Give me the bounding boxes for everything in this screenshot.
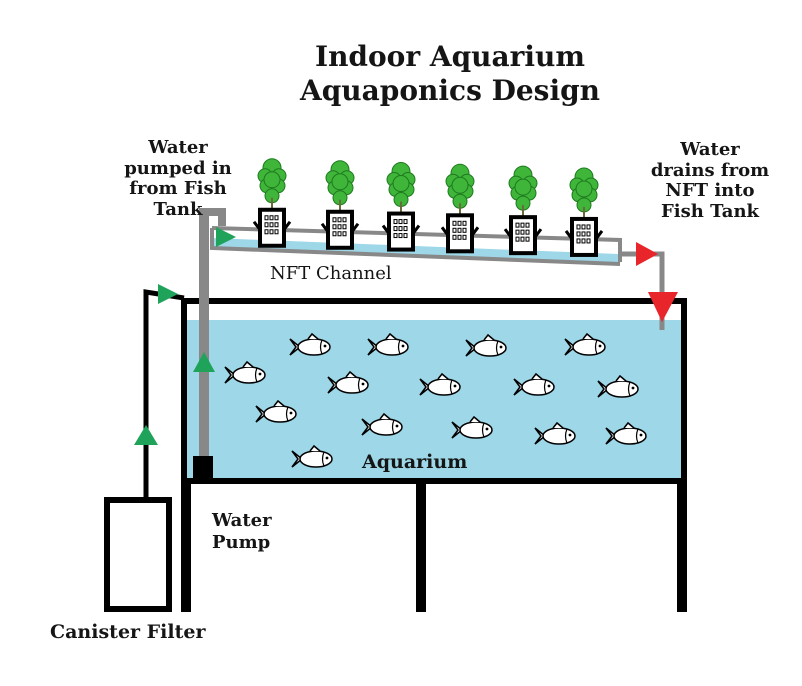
pump-riser-pipe bbox=[199, 208, 209, 460]
fish-icon bbox=[419, 372, 461, 396]
fish-icon bbox=[255, 399, 297, 423]
net-pot-icon bbox=[503, 215, 543, 256]
plant-icon bbox=[386, 162, 416, 214]
label-water-drains: Water drains from NFT into Fish Tank bbox=[650, 139, 770, 223]
fish-icon bbox=[564, 332, 606, 356]
fish-icon bbox=[291, 444, 333, 468]
net-pot-icon bbox=[320, 209, 360, 250]
label-canister-filter: Canister Filter bbox=[50, 621, 206, 643]
flow-arrow-right-icon bbox=[216, 227, 236, 247]
label-nft-channel: NFT Channel bbox=[270, 263, 392, 284]
nft-channel-bottom-edge bbox=[210, 228, 621, 266]
canister-filter bbox=[104, 497, 172, 612]
water-pump bbox=[193, 456, 213, 478]
net-pot-icon bbox=[564, 216, 604, 257]
plant-icon bbox=[257, 158, 287, 210]
label-aquarium: Aquarium bbox=[362, 451, 468, 473]
flow-arrow-up-icon bbox=[193, 352, 215, 372]
plant-with-net-pot bbox=[564, 167, 604, 257]
fish-icon bbox=[367, 332, 409, 356]
plant-with-net-pot bbox=[440, 163, 480, 254]
fish-icon bbox=[224, 360, 266, 384]
plant-icon bbox=[569, 167, 599, 219]
stand-leg-left bbox=[181, 480, 191, 612]
plant-group bbox=[252, 158, 604, 257]
fish-icon bbox=[605, 421, 647, 445]
fish-icon bbox=[597, 374, 639, 398]
plant-with-net-pot bbox=[503, 165, 543, 256]
flow-arrow-up-icon bbox=[134, 425, 158, 445]
plant-icon bbox=[508, 165, 538, 218]
fish-icon bbox=[513, 372, 555, 396]
plant-icon bbox=[325, 160, 355, 212]
net-pot-icon bbox=[381, 211, 421, 252]
net-pot-icon bbox=[440, 213, 480, 254]
fish-icon bbox=[289, 332, 331, 356]
drain-arrow-down-icon bbox=[648, 292, 678, 322]
plant-icon bbox=[445, 163, 475, 216]
label-water-pumped-in: Water pumped in from Fish Tank bbox=[124, 137, 232, 221]
plant-with-net-pot bbox=[381, 162, 421, 252]
plant-with-net-pot bbox=[252, 158, 292, 248]
filter-return-line bbox=[143, 289, 185, 500]
label-water-pump: Water Pump bbox=[212, 510, 272, 553]
fish-icon bbox=[534, 421, 576, 445]
plant-with-net-pot bbox=[320, 160, 360, 250]
fish-group bbox=[224, 332, 647, 468]
pump-riser-top bbox=[204, 208, 226, 226]
flow-arrow-right-icon bbox=[158, 284, 178, 304]
fish-icon bbox=[361, 412, 403, 436]
diagram-title: Indoor Aquarium Aquaponics Design bbox=[299, 40, 601, 108]
stand-leg-right bbox=[677, 480, 687, 612]
drain-arrow-right-icon bbox=[636, 242, 658, 266]
stand-leg-middle bbox=[416, 480, 426, 612]
fish-icon bbox=[465, 333, 507, 357]
fish-icon bbox=[451, 415, 493, 439]
aquarium-tank bbox=[181, 298, 687, 484]
fish-icon bbox=[327, 370, 369, 394]
net-pot-icon bbox=[252, 207, 292, 248]
